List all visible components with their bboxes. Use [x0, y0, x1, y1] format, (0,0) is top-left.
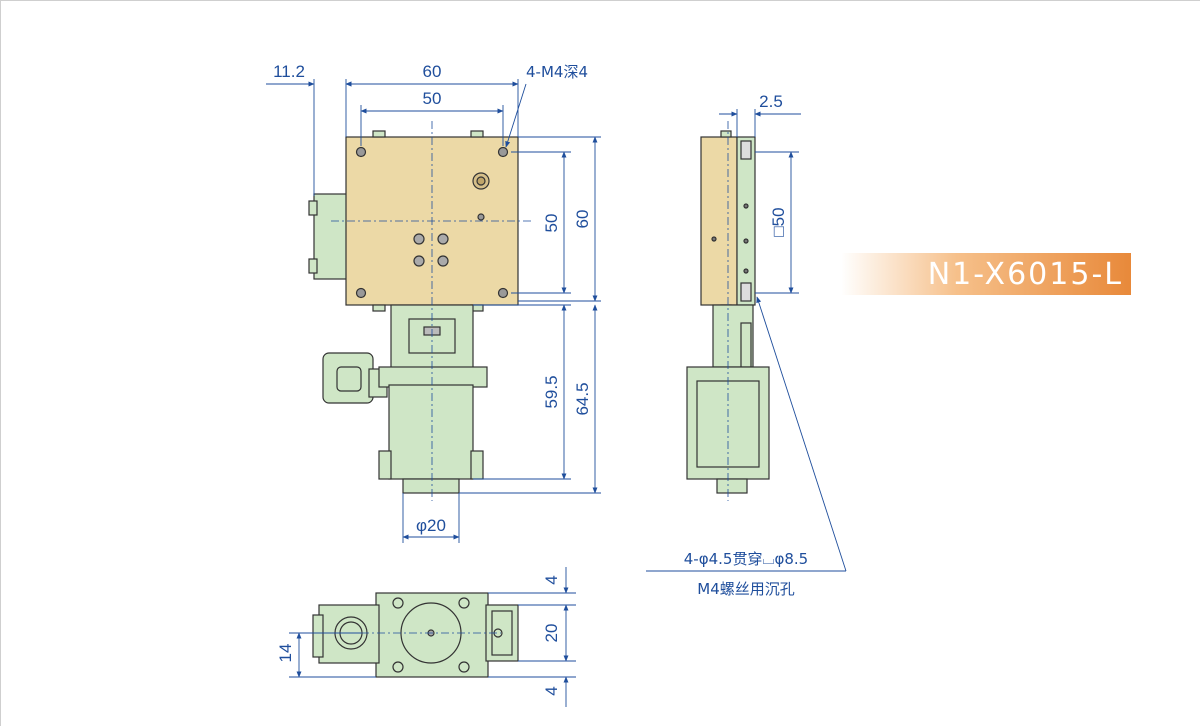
dim-right-inner: 50 [542, 214, 561, 233]
bottom-view [312, 592, 519, 678]
model-label: N1-X6015-L [841, 253, 1131, 295]
dim-bottom-top: 4 [542, 575, 561, 584]
side-top-plate [700, 136, 738, 306]
bottom-dimensions [289, 567, 576, 707]
front-view [308, 121, 531, 501]
dim-motor-dia: φ20 [416, 516, 446, 535]
dim-top-holes: 4-M4深4 [526, 63, 588, 81]
dim-side-square: □50 [769, 207, 788, 236]
dim-motor-outer: 64.5 [573, 382, 592, 415]
dim-bottom-left: 14 [276, 644, 295, 663]
dim-width-inner: 50 [423, 89, 442, 108]
hole-spec-line1: 4-φ4.5贯穿⌴φ8.5 [684, 550, 808, 568]
side-dimensions [646, 109, 847, 572]
dim-width-outer: 60 [423, 62, 442, 81]
side-lock [313, 193, 348, 280]
dim-bottom-bot: 4 [542, 686, 561, 695]
front-dimensions [266, 79, 601, 543]
dim-bottom-mid: 20 [542, 624, 561, 643]
dim-motor-inner: 59.5 [542, 375, 561, 408]
model-name: N1-X6015-L [927, 256, 1123, 292]
dim-side-thickness: 2.5 [759, 92, 783, 111]
motor-body [388, 384, 474, 480]
dim-offset: 11.2 [273, 62, 305, 81]
hole-spec-line2: M4螺丝用沉孔 [697, 580, 795, 598]
dim-right-outer: 60 [573, 210, 592, 229]
side-view [686, 121, 770, 501]
